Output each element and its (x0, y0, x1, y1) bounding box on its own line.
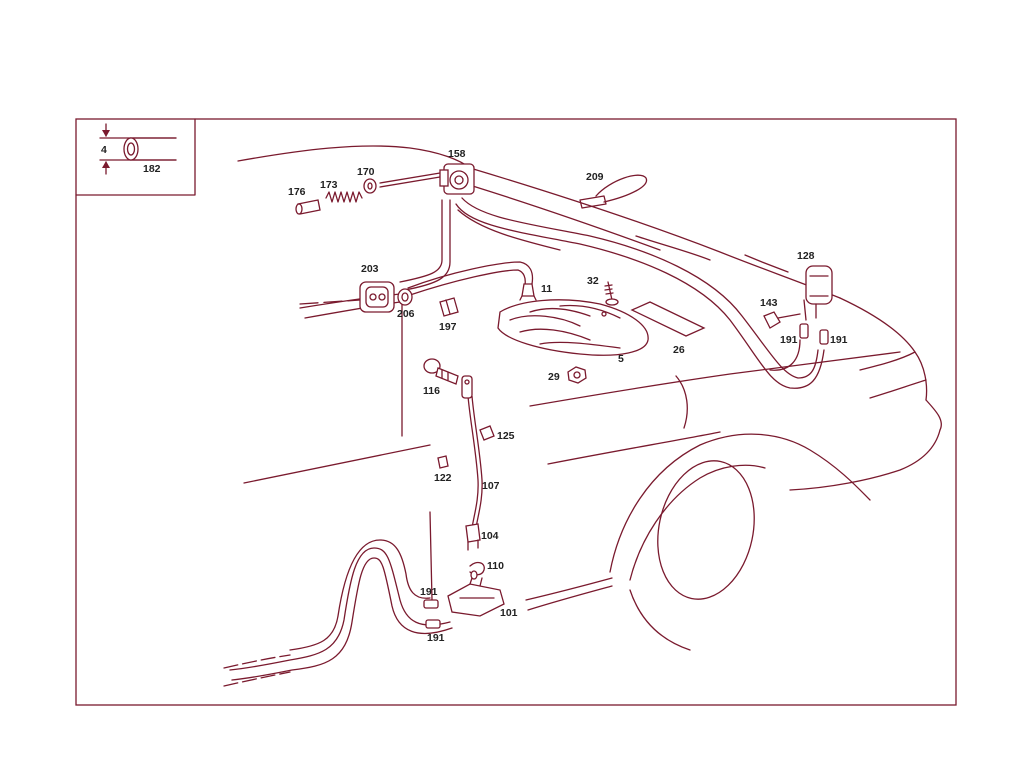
callout-32: 32 (587, 275, 599, 287)
part-116-bulb (423, 358, 459, 385)
callout-104: 104 (481, 530, 499, 542)
part-197-clip (439, 297, 459, 317)
callout-116: 116 (423, 385, 440, 397)
callout-191-right-a: 191 (780, 334, 798, 346)
callout-128: 128 (797, 250, 815, 262)
callout-labels: 158 170 173 176 209 203 206 197 11 32 26… (288, 148, 848, 644)
callout-176: 176 (288, 186, 306, 198)
callout-125: 125 (497, 430, 515, 442)
part-5-foam-reservoir (497, 299, 649, 356)
part-29-nut (567, 366, 587, 384)
callout-170: 170 (357, 166, 375, 178)
part-26-pad (630, 301, 706, 337)
callout-143: 143 (760, 297, 778, 309)
callout-26: 26 (673, 344, 685, 356)
callout-110: 110 (487, 560, 504, 572)
callout-203: 203 (361, 263, 379, 275)
part-32-screw (604, 281, 619, 306)
callout-209: 209 (586, 171, 604, 183)
part-191-hose-ends-lower (423, 599, 441, 629)
callout-5: 5 (618, 353, 624, 365)
callout-191-right-b: 191 (830, 334, 848, 346)
part-122-clip (437, 455, 449, 469)
callout-101: 101 (500, 607, 518, 619)
part-176-plug (295, 199, 321, 215)
part-128-valve (803, 265, 833, 321)
callout-191-lower-a: 191 (420, 586, 438, 598)
part-11-connector (519, 283, 537, 301)
dimension-legend: 4 182 (75, 118, 196, 196)
part-191-hose-ends-right (799, 323, 829, 345)
part-143-bolt (763, 311, 801, 329)
callout-122: 122 (434, 472, 452, 484)
callout-29: 29 (548, 371, 560, 383)
part-209-cable-tie (579, 174, 648, 209)
diagram-frame (75, 118, 957, 706)
legend-dimension-label: 4 (101, 144, 107, 156)
part-170-washer (363, 178, 377, 194)
vehicle-body-outline (223, 145, 942, 687)
part-101-washer-pump (447, 570, 505, 617)
callout-107: 107 (482, 480, 500, 492)
callout-11: 11 (541, 283, 552, 295)
callout-173: 173 (320, 179, 338, 191)
part-158-pump (439, 163, 475, 195)
part-104-cap (465, 523, 481, 551)
legend-part-number: 182 (143, 163, 161, 175)
part-125-clip (479, 425, 495, 441)
callout-191-lower-b: 191 (427, 632, 445, 644)
part-203-grommet (359, 281, 395, 313)
hose-lines (229, 171, 825, 681)
callout-197: 197 (439, 321, 457, 333)
part-206-ring (397, 288, 413, 306)
callout-206: 206 (397, 308, 415, 320)
callout-158: 158 (448, 148, 466, 160)
part-107-linkage (461, 375, 473, 399)
part-173-spring (325, 191, 363, 203)
